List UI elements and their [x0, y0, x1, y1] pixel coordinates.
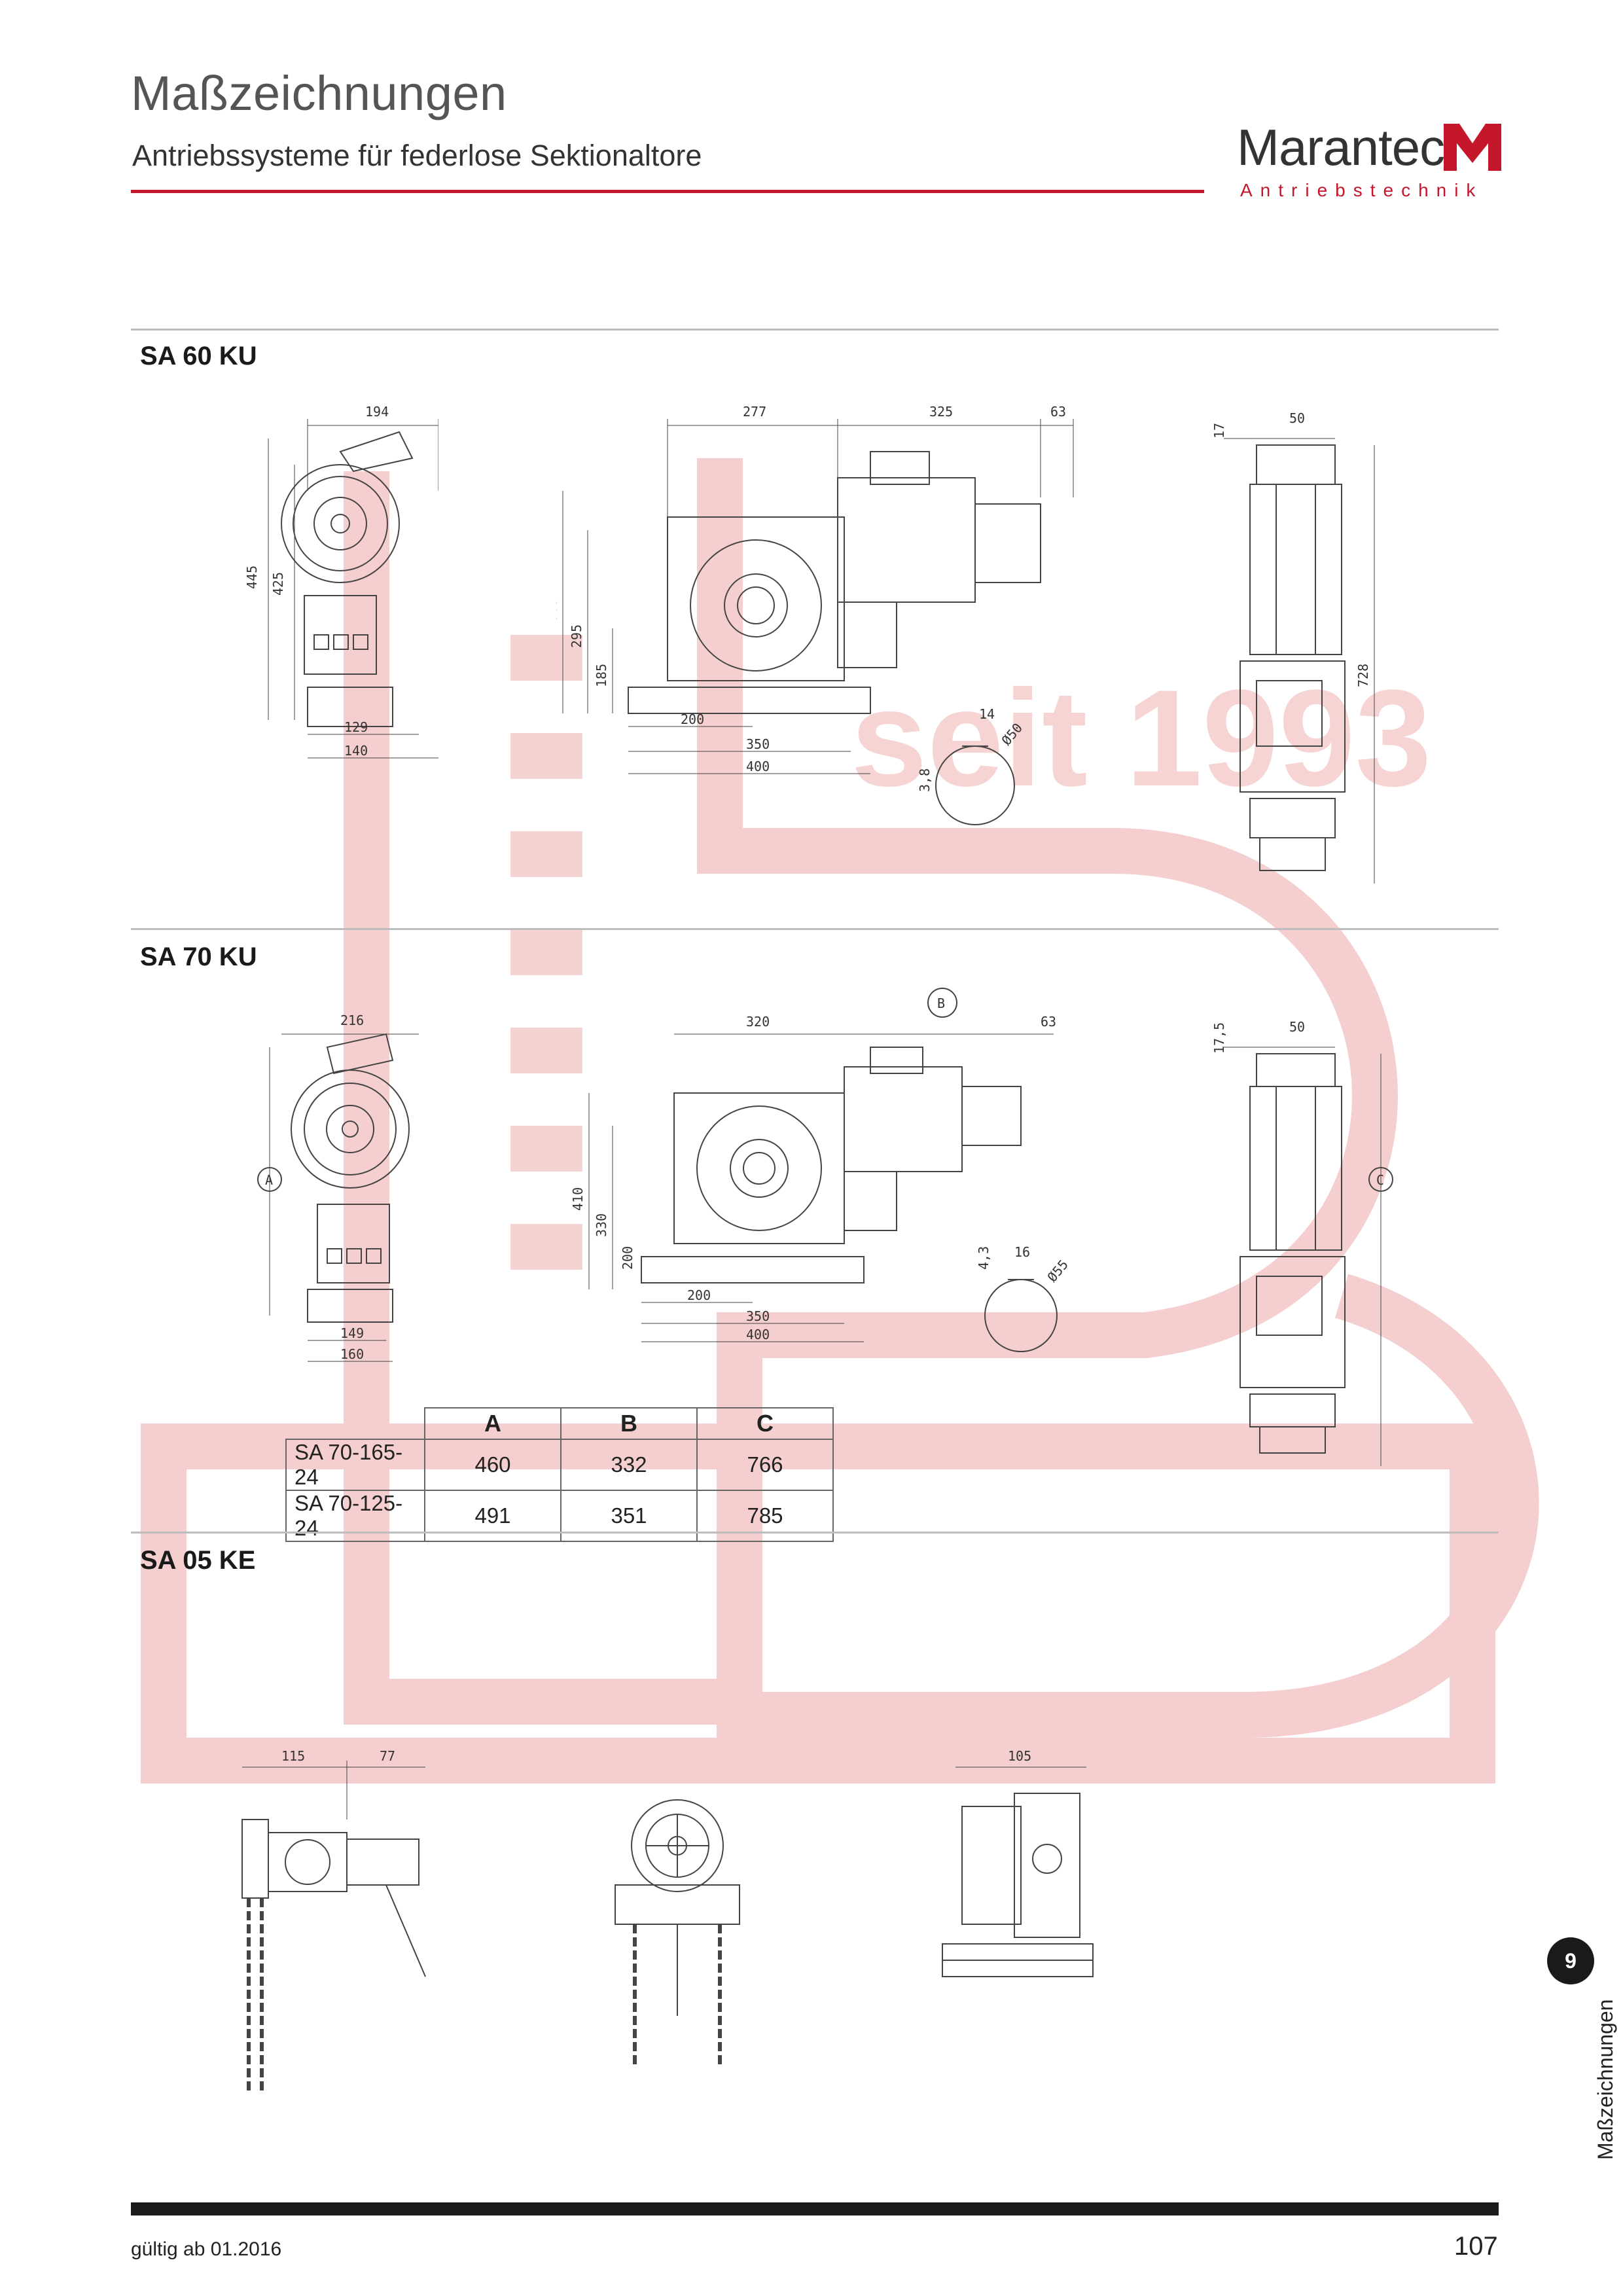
dim-text: 365	[556, 598, 560, 622]
section-title: SA 70 KU	[140, 942, 257, 971]
dim-text: 350	[746, 1308, 770, 1324]
dim-text: 325	[929, 404, 953, 420]
dim-text: 3,8	[917, 768, 933, 792]
logo-name: Marantec	[1237, 118, 1445, 176]
table-header-row: A B C	[286, 1407, 834, 1440]
chapter-number-badge: 9	[1547, 1937, 1594, 1984]
section-divider	[131, 928, 1499, 930]
dim-text: 400	[746, 1327, 770, 1342]
sa05-side-view-drawing: 115 77	[241, 1748, 426, 2094]
sa70-front-view-drawing: 216 A 149 160	[257, 1013, 419, 1362]
table-row: SA 70-165-24 460 332 766	[285, 1439, 834, 1491]
dim-text: 129	[344, 719, 368, 735]
dim-text: Ø50	[998, 720, 1026, 748]
dim-text: 200	[681, 711, 704, 727]
dim-text: Ø55	[1044, 1257, 1071, 1285]
dim-text: 320	[746, 1014, 770, 1030]
footer-bar	[131, 2202, 1499, 2215]
dim-text: 140	[344, 743, 368, 759]
page-number: 107	[1454, 2232, 1498, 2261]
dim-text: 16	[1014, 1244, 1030, 1260]
table-header-c: C	[696, 1407, 834, 1440]
dim-text: 4,3	[976, 1246, 991, 1270]
table-header-a: A	[424, 1407, 562, 1440]
chapter-tab-label: Maßzeichnungen	[1594, 1999, 1617, 2160]
dim-text: 14	[979, 706, 995, 722]
dim-text: 149	[340, 1325, 364, 1341]
dim-text: 200	[687, 1287, 711, 1303]
logo-tagline: Antriebstechnik	[1240, 180, 1484, 200]
table-cell: 491	[424, 1490, 562, 1542]
table-cell: 351	[560, 1490, 698, 1542]
dim-text: 194	[365, 404, 389, 420]
dim-text: 277	[743, 404, 766, 420]
sa60-side-view-drawing: 277 325 63 365 295 185 200 350 400 14 Ø5…	[556, 404, 1074, 825]
dim-text: 425	[270, 572, 286, 596]
page-subtitle: Antriebssysteme für federlose Sektionalt…	[132, 139, 702, 172]
sa05-front-view-drawing	[615, 1799, 740, 2068]
dim-text: 105	[1008, 1748, 1031, 1764]
dim-text: 115	[281, 1748, 305, 1764]
sa05-top-view-drawing: 105	[942, 1748, 1094, 1977]
dim-text: 63	[1041, 1014, 1056, 1030]
section-title: SA 60 KU	[140, 342, 257, 370]
dim-text: 185	[594, 664, 609, 687]
dim-text: 77	[380, 1748, 395, 1764]
section-title: SA 05 KE	[140, 1546, 256, 1575]
dimension-table: A B C SA 70-165-24 460 332 766 SA 70-125…	[285, 1407, 834, 1542]
dim-text: 410	[570, 1187, 586, 1211]
dim-text: 350	[746, 736, 770, 752]
dim-text: 17,5	[1211, 1022, 1227, 1054]
dim-text: 295	[569, 624, 584, 648]
table-cell-model: SA 70-165-24	[285, 1439, 425, 1491]
table-header-b: B	[560, 1407, 698, 1440]
dim-text: 200	[620, 1246, 635, 1270]
dim-text: C	[1376, 1172, 1384, 1188]
sa60-top-view-drawing: 50 17 728	[1211, 410, 1375, 884]
dim-text: A	[265, 1172, 273, 1188]
section-divider	[131, 329, 1499, 331]
dim-text: 216	[340, 1013, 364, 1028]
dim-text: 728	[1355, 664, 1371, 687]
sa70-side-view-drawing: B 320 63 410 330 200 200 350 400 16 Ø55 …	[570, 988, 1071, 1352]
sa70-top-view-drawing: 50 17,5 C	[1211, 1019, 1393, 1466]
table-cell: 460	[424, 1439, 562, 1491]
table-cell: 785	[696, 1490, 834, 1542]
table-row: SA 70-125-24 491 351 785	[285, 1490, 834, 1542]
dim-text: 445	[244, 565, 260, 589]
table-cell-model: SA 70-125-24	[285, 1490, 425, 1542]
dim-text: 63	[1050, 404, 1066, 420]
header-rule	[131, 190, 1204, 193]
table-header-blank	[286, 1408, 425, 1440]
dim-text: 330	[594, 1213, 609, 1237]
dim-text: 160	[340, 1346, 364, 1362]
page-title: Maßzeichnungen	[131, 66, 507, 120]
section-divider	[131, 1532, 1499, 1534]
dim-text: 17	[1211, 423, 1227, 439]
table-cell: 332	[560, 1439, 698, 1491]
sa60-front-view-drawing: 194 445 425 129 140	[244, 404, 438, 759]
dim-text: 50	[1289, 1019, 1305, 1035]
marantec-logo-icon	[1444, 124, 1501, 171]
dim-text: B	[937, 996, 945, 1011]
table-cell: 766	[696, 1439, 834, 1491]
dim-text: 400	[746, 759, 770, 774]
dim-text: 50	[1289, 410, 1305, 426]
footer-validity: gültig ab 01.2016	[131, 2238, 282, 2260]
